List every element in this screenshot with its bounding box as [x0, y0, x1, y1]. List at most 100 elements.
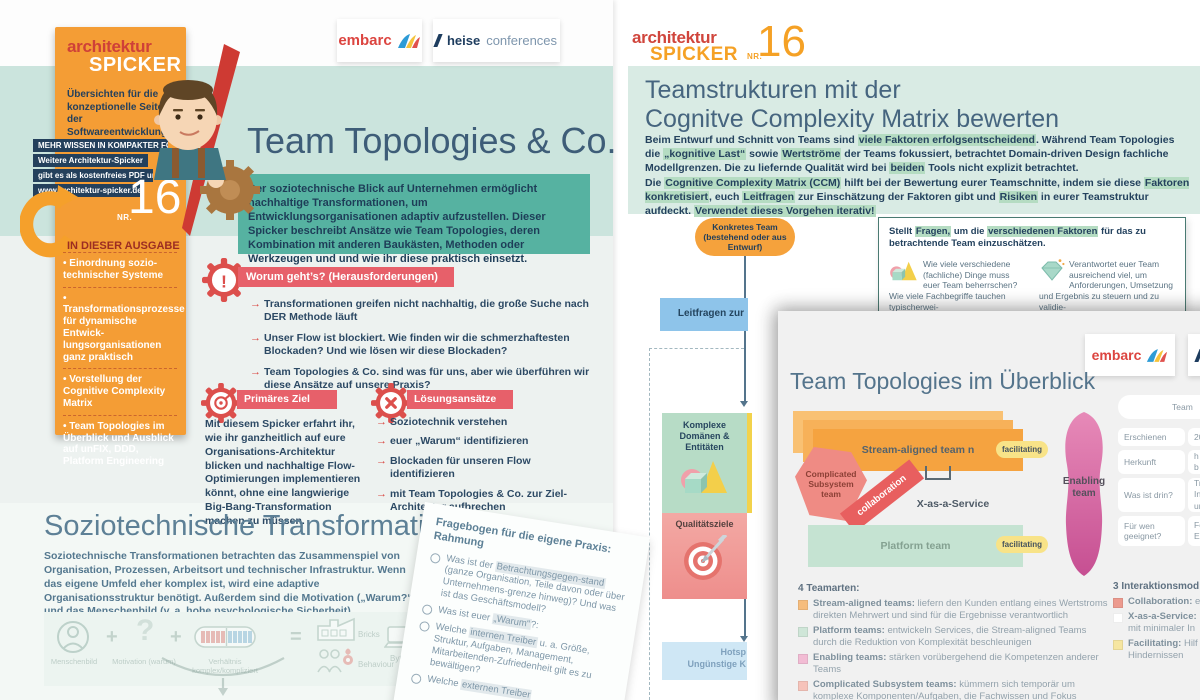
- brand-line1: architektur: [67, 37, 152, 56]
- behaviour-people-icon: [317, 648, 353, 673]
- color-square: [1113, 598, 1123, 608]
- arrow-icon: →: [376, 454, 387, 467]
- ziel-text: Mit diesem Spicker erfahrt ihr, wie ihr …: [205, 418, 361, 528]
- color-square: [798, 600, 808, 610]
- ausgabe-item: • Einordnung sozio-technischer Systeme: [63, 252, 177, 287]
- sidebar-card: architektur SPICKER Übersichten für die …: [55, 27, 186, 435]
- yellow-strip: [747, 413, 752, 513]
- question-box-intro: Stellt Fragen, um die verschiedenen Fakt…: [889, 226, 1146, 250]
- question-col1: Wie viele verschiedene (fachliche) Dinge…: [889, 258, 1018, 312]
- overlay-title: Team Topologies im Überblick: [790, 368, 1096, 394]
- ziel-banner: Primäres Ziel: [237, 390, 337, 409]
- domains-box: Komplexe Domänen & Entitäten: [662, 413, 747, 513]
- enabling-team-blob: [1065, 412, 1103, 576]
- facilitating-pill: facilitating: [996, 536, 1048, 553]
- heise-logo-partial: [1188, 334, 1200, 376]
- target-icon: [683, 535, 727, 580]
- sidebar-subtitle: Übersichten für die konzeptionelle Seite…: [67, 89, 168, 138]
- worum-bullets: →Transformationen greifen nicht nachhalt…: [250, 298, 590, 400]
- arrow-down-icon: [740, 636, 748, 642]
- embarc-logo-card: embarc: [337, 19, 422, 62]
- worum-bullet: →Unser Flow ist blockiert. Wie finden wi…: [250, 331, 570, 358]
- table-row-value: FoEr: [1188, 516, 1200, 546]
- loesung-banner: Lösungsansätze: [407, 390, 513, 409]
- teamart-item: Enabling teams: stärken vorübergehend di…: [798, 652, 1110, 676]
- ausgabe-list: • Einordnung sozio-technischer Systeme •…: [63, 252, 185, 473]
- arrow-icon: →: [250, 365, 261, 378]
- xaas-label: X-as-a-Service: [916, 498, 990, 510]
- question-col2: Verantwortet euer Team ausreichend viel,…: [1039, 258, 1173, 312]
- color-square: [798, 627, 808, 638]
- platform-team: Platform team: [808, 525, 1023, 567]
- heise-slash-icon: [433, 34, 443, 47]
- question-mark-icon: ?: [136, 614, 155, 647]
- page-title: Team Topologies & Co.: [247, 120, 617, 161]
- menschenbild-label: Menschenbild: [50, 657, 98, 666]
- behaviour-label: Behaviour: [358, 660, 395, 669]
- radio-circle-icon: [421, 603, 433, 616]
- color-square: [798, 654, 808, 665]
- question-box: Stellt Fragen, um die verschiedenen Fakt…: [878, 217, 1186, 312]
- hotspot-line1: Hotsp: [720, 647, 747, 657]
- ratio-gauge-icon: [194, 626, 256, 648]
- loesung-bullet: →Soziotechnik verstehen: [376, 416, 508, 428]
- brand-line2-right: SPICKER: [650, 44, 738, 65]
- flow-connector: [744, 256, 746, 298]
- curved-arrow-icon: [20, 185, 78, 258]
- ausgabe-item: • Vorstellung der Cognitive Complexity M…: [63, 368, 177, 414]
- interaktion-list: 3 Interaktionsmod Collaboration: e X-as-…: [1113, 581, 1200, 665]
- table-row-value: 20: [1188, 428, 1200, 446]
- heise-logo-card: heise conferences: [433, 19, 560, 62]
- radio-circle-icon: [418, 620, 431, 633]
- diamond-icon: [1041, 258, 1065, 281]
- right-para1: Beim Entwurf und Schnitt von Teams sind …: [645, 134, 1175, 175]
- color-square: [1113, 640, 1123, 651]
- sozio-title: Soziotechnische Transformationen: [44, 510, 489, 542]
- intro-text: Der soziotechnische Blick auf Unternehme…: [248, 183, 546, 266]
- arrow-icon: →: [376, 416, 387, 428]
- brace-arrow-icon: [161, 657, 285, 696]
- arrow-icon: →: [376, 487, 387, 500]
- enabling-team-label: Enabling team: [1062, 476, 1106, 499]
- equals-sign: =: [290, 626, 302, 648]
- ausgabe-title: IN DIESER AUSGABE: [67, 240, 180, 252]
- xaas-bracket-top: [925, 466, 951, 480]
- overview-card: embarc Team Topologies im Überblick Stre…: [778, 311, 1200, 700]
- fragebogen-card: Fragebogen für die eigene Praxis: Rahmun…: [386, 502, 651, 700]
- issue-number-label: NR.: [117, 213, 133, 222]
- sozio-formula: + ? + = Bricks: [44, 612, 416, 686]
- interaktion-item: Collaboration: e: [1113, 596, 1200, 608]
- domain-shapes-icon: [680, 461, 727, 494]
- table-row-value: TrInun: [1188, 478, 1200, 512]
- sidebar-strip-2: Weitere Architektur-Spicker: [33, 154, 148, 167]
- facilitating-pill: facilitating: [996, 441, 1048, 458]
- plus-sign: +: [106, 626, 118, 648]
- embarc-logo-card: embarc: [1085, 334, 1175, 376]
- arrow-down-icon: [740, 401, 748, 407]
- flow-connector: [744, 331, 746, 401]
- dashed-border-top: [649, 348, 744, 349]
- teamarten-title: 4 Teamarten:: [798, 583, 860, 594]
- person-icon: [57, 621, 89, 653]
- motivation-label: Motivation (warum): [112, 657, 176, 666]
- embarc-sails-icon: [1147, 348, 1168, 362]
- domain-shapes-icon: [890, 261, 917, 280]
- worum-bullet: →Transformationen greifen nicht nachhalt…: [250, 298, 589, 324]
- embarc-logo: embarc: [1091, 347, 1142, 363]
- teamarten-list: 4 Teamarten: Stream-aligned teams: liefe…: [798, 583, 1110, 700]
- interaktion-item: X-as-a-Service:mit minimaler In: [1113, 611, 1200, 635]
- plus-sign: +: [170, 626, 182, 648]
- loesung-bullets: →Soziotechnik verstehen →euer „Warum“ id…: [376, 416, 590, 521]
- interaktion-title: 3 Interaktionsmod: [1113, 581, 1200, 592]
- loesung-bullet: →Blockaden für unseren Flow identifizier…: [376, 454, 531, 481]
- radio-circle-icon: [410, 672, 423, 685]
- table-row-label: Herkunft: [1118, 450, 1185, 474]
- embarc-sails-icon: [397, 33, 420, 48]
- embarc-logo: embarc: [338, 32, 392, 49]
- factory-bricks-icon: [317, 617, 355, 641]
- heise-conferences-text: conferences: [486, 33, 558, 48]
- heise-logo-text: heise: [446, 33, 481, 48]
